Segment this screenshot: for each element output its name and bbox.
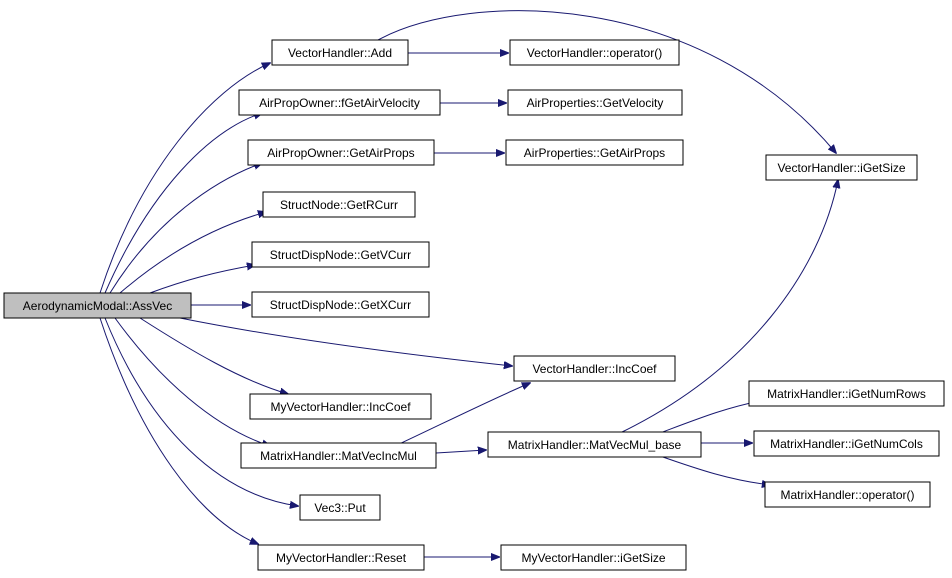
edge-mh-matvecbase-to-vh-isize	[619, 180, 838, 434]
node-airpropowner-getairprops[interactable]: AirPropOwner::GetAirProps	[247, 139, 435, 166]
node-myvectorhandler-reset[interactable]: MyVectorHandler::Reset	[257, 544, 425, 571]
node-structdispnode-getxcurr[interactable]: StructDispNode::GetXCurr	[251, 291, 430, 318]
edge-mh-matvecbase-to-mh-op	[659, 455, 770, 485]
svg-text:StructDispNode::GetVCurr: StructDispNode::GetVCurr	[270, 248, 411, 262]
svg-text:MyVectorHandler::iGetSize: MyVectorHandler::iGetSize	[521, 551, 665, 565]
edge-mh-matvecinc-to-mh-matvecbase	[435, 450, 486, 453]
node-vec3-put[interactable]: Vec3::Put	[299, 494, 381, 521]
edge-root-to-vh-inc	[179, 317, 512, 366]
svg-text:VectorHandler::IncCoef: VectorHandler::IncCoef	[532, 362, 657, 376]
node-airproperties-getairprops[interactable]: AirProperties::GetAirProps	[505, 139, 684, 166]
svg-text:AirPropOwner::fGetAirVelocity: AirPropOwner::fGetAirVelocity	[259, 96, 420, 110]
svg-text:VectorHandler::iGetSize: VectorHandler::iGetSize	[777, 161, 905, 175]
node-matrixhandler-matvecincmul[interactable]: MatrixHandler::MatVecIncMul	[240, 442, 437, 469]
edge-vh-add-to-vh-isize	[377, 10, 836, 153]
svg-text:MatrixHandler::MatVecIncMul: MatrixHandler::MatVecIncMul	[260, 449, 417, 463]
edge-mh-matvecinc-to-vh-inc	[394, 383, 530, 447]
svg-text:AerodynamicModal::AssVec: AerodynamicModal::AssVec	[23, 299, 172, 313]
edge-root-to-apo-fvel	[104, 113, 262, 294]
node-matrixhandler-igetnumcols[interactable]: MatrixHandler::iGetNumCols	[753, 430, 940, 457]
node-myvectorhandler-inccoef[interactable]: MyVectorHandler::IncCoef	[249, 393, 432, 420]
node-matrixhandler-matvecmul-base[interactable]: MatrixHandler::MatVecMul_base	[487, 431, 702, 458]
node-vectorhandler-add[interactable]: VectorHandler::Add	[271, 39, 409, 66]
node-aerodynamicmodal-assvec[interactable]: AerodynamicModal::AssVec	[3, 292, 192, 319]
edge-root-to-mvh-inc	[139, 317, 288, 394]
svg-text:AirPropOwner::GetAirProps: AirPropOwner::GetAirProps	[267, 146, 414, 160]
edge-root-to-apo-props	[109, 163, 262, 294]
svg-text:StructDispNode::GetXCurr: StructDispNode::GetXCurr	[270, 298, 411, 312]
node-vectorhandler-igetsize[interactable]: VectorHandler::iGetSize	[765, 154, 918, 181]
svg-text:MatrixHandler::MatVecMul_base: MatrixHandler::MatVecMul_base	[508, 438, 682, 452]
node-matrixhandler-igetnumrows[interactable]: MatrixHandler::iGetNumRows	[748, 380, 945, 407]
nodes: AerodynamicModal::AssVec VectorHandler::…	[3, 39, 945, 571]
node-vectorhandler-operator[interactable]: VectorHandler::operator()	[509, 39, 680, 66]
svg-text:VectorHandler::operator(): VectorHandler::operator()	[527, 46, 662, 60]
svg-text:MatrixHandler::operator(): MatrixHandler::operator()	[780, 488, 914, 502]
edge-root-to-mh-matvecinc	[114, 317, 270, 446]
svg-text:VectorHandler::Add: VectorHandler::Add	[288, 46, 392, 60]
node-airpropowner-fgetairvelocity[interactable]: AirPropOwner::fGetAirVelocity	[238, 89, 441, 116]
svg-text:Vec3::Put: Vec3::Put	[314, 501, 366, 515]
node-vectorhandler-inccoef[interactable]: VectorHandler::IncCoef	[513, 355, 676, 382]
svg-text:MyVectorHandler::Reset: MyVectorHandler::Reset	[276, 551, 407, 565]
svg-text:AirProperties::GetAirProps: AirProperties::GetAirProps	[524, 146, 665, 160]
edge-mh-matvecbase-to-mh-nrows	[659, 401, 760, 434]
node-structdispnode-getvcurr[interactable]: StructDispNode::GetVCurr	[251, 241, 430, 268]
node-myvectorhandler-igetsize[interactable]: MyVectorHandler::iGetSize	[500, 544, 687, 571]
edge-root-to-sdn-vcurr	[149, 265, 255, 294]
node-matrixhandler-operator[interactable]: MatrixHandler::operator()	[764, 481, 931, 508]
edge-root-to-vh-add	[99, 63, 270, 294]
edge-root-to-vec3-put	[104, 317, 298, 506]
svg-text:MyVectorHandler::IncCoef: MyVectorHandler::IncCoef	[270, 400, 411, 414]
node-airproperties-getvelocity[interactable]: AirProperties::GetVelocity	[507, 89, 683, 116]
svg-text:MatrixHandler::iGetNumCols: MatrixHandler::iGetNumCols	[770, 437, 923, 451]
svg-text:AirProperties::GetVelocity: AirProperties::GetVelocity	[527, 96, 664, 110]
svg-text:StructNode::GetRCurr: StructNode::GetRCurr	[280, 198, 398, 212]
edge-root-to-sn-rcurr	[119, 212, 266, 294]
edges	[99, 10, 838, 557]
svg-text:MatrixHandler::iGetNumRows: MatrixHandler::iGetNumRows	[767, 387, 926, 401]
node-structnode-getrcurr[interactable]: StructNode::GetRCurr	[262, 191, 416, 218]
edge-root-to-mvh-reset	[99, 317, 258, 544]
